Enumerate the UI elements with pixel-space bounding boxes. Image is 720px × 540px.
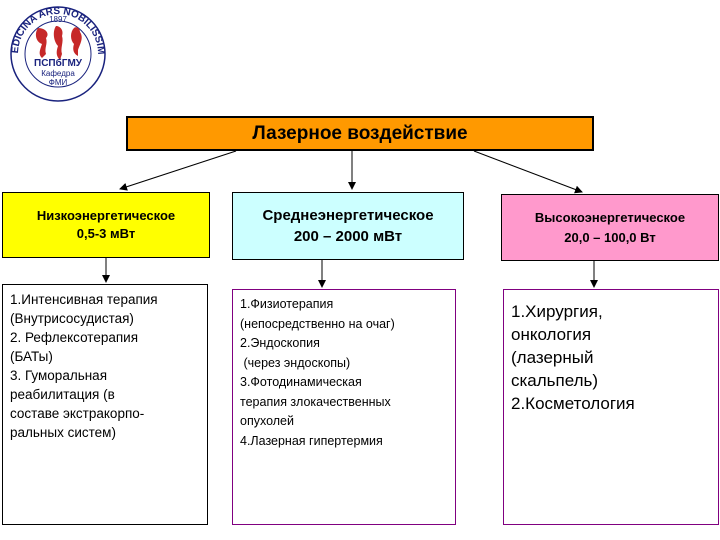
category-low-name: Низкоэнергетическое xyxy=(36,208,176,223)
list-line: 1.Физиотерапия xyxy=(240,297,334,311)
list-line: составе экстракорпо- xyxy=(10,406,145,421)
category-high-name: Высокоэнергетическое xyxy=(534,209,686,225)
list-line: (лазерный xyxy=(511,348,594,367)
list-line: 2. Рефлексотерапия xyxy=(10,330,139,345)
list-line: ральных систем) xyxy=(10,425,116,440)
list-line: 2.Эндоскопия xyxy=(240,336,320,350)
logo-year: 1897 xyxy=(49,15,67,24)
department-logo: MEDICINA ARS NOBILISSIMA 1897 ПСПбГМУ Ка… xyxy=(0,0,112,106)
logo-university: ПСПбГМУ xyxy=(34,57,83,69)
list-line: (БАТы) xyxy=(10,349,53,364)
logo-ring-outer xyxy=(10,6,106,102)
list-line: 1.Интенсивная терапия xyxy=(10,292,158,307)
list-line: (Внутрисосудистая) xyxy=(10,311,134,326)
category-high-energy: Высокоэнергетическое 20,0 – 100,0 Вт xyxy=(501,194,719,261)
list-line: (через эндоскопы) xyxy=(240,355,351,370)
high-energy-applications: 1.Хирургия, онкология (лазерный скальпел… xyxy=(503,289,719,525)
arrow-to-high xyxy=(473,150,583,194)
laser-impact-title: Лазерное воздействие xyxy=(252,122,468,144)
category-mid-range: 200 – 2000 мВт xyxy=(293,228,403,245)
logo-figure-center xyxy=(53,26,63,60)
category-low-range: 0,5-3 мВт xyxy=(76,226,136,241)
category-mid-name: Среднеэнергетическое xyxy=(262,207,434,224)
low-energy-applications: 1.Интенсивная терапия (Внутрисосудистая)… xyxy=(2,284,208,525)
laser-impact-title-box: Лазерное воздействие xyxy=(126,116,594,151)
list-line: 3.Фотодинамическая xyxy=(240,375,362,389)
list-line: скальпель) xyxy=(511,371,599,390)
mid-energy-applications: 1.Физиотерапия (непосредственно на очаг)… xyxy=(232,289,456,525)
list-line: опухолей xyxy=(240,414,294,428)
logo-figure-right xyxy=(71,27,82,56)
list-line: терапия злокачественных xyxy=(240,394,391,409)
category-high-range: 20,0 – 100,0 Вт xyxy=(564,229,656,245)
list-line: 2.Косметология xyxy=(511,394,635,413)
logo-figure-left xyxy=(35,28,48,58)
list-line: (непосредственно на очаг) xyxy=(240,316,395,331)
list-line: 4.Лазерная гипертермия xyxy=(240,433,383,448)
logo-department-short: ФМИ xyxy=(49,78,68,87)
logo-department: Кафедра xyxy=(41,69,75,78)
arrow-to-low xyxy=(119,150,237,191)
logo-ring-inner xyxy=(24,20,92,88)
category-mid-energy: Среднеэнергетическое 200 – 2000 мВт xyxy=(232,192,464,260)
list-line: 3. Гуморальная xyxy=(10,368,108,383)
list-line: 1.Хирургия, xyxy=(511,302,603,321)
list-line: реабилитация (в xyxy=(10,387,115,402)
category-low-energy: Низкоэнергетическое 0,5-3 мВт xyxy=(2,192,210,258)
list-line: онкология xyxy=(511,325,592,344)
